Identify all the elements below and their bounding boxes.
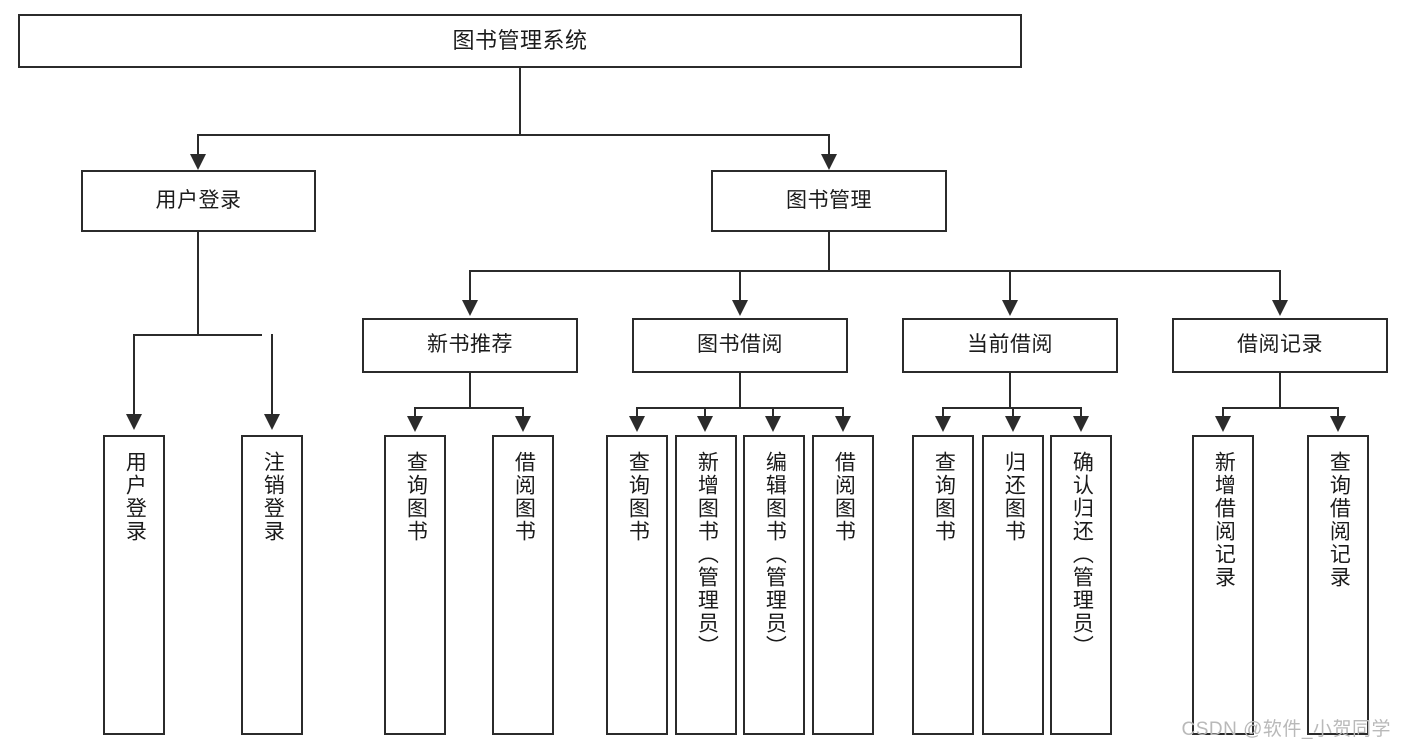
- node-label: 图书管理系统: [452, 28, 588, 54]
- node-label: 注销登录: [261, 451, 285, 543]
- leaf-user-login[interactable]: 用户登录: [103, 435, 165, 735]
- node-label: 查询图书: [932, 451, 956, 543]
- node-label: 用户登录: [155, 188, 242, 212]
- node-label: 查询图书: [404, 451, 428, 543]
- connector-user-login-to-leaf-2: [271, 334, 273, 416]
- arrow-root-to-user-login: [190, 154, 206, 170]
- arrow-new-book-to-leaf-2: [515, 416, 531, 432]
- node-book-borrow[interactable]: 图书借阅: [632, 318, 848, 373]
- connector-new-book-stem: [469, 373, 471, 409]
- node-label: 借阅图书: [832, 451, 856, 543]
- node-user-login[interactable]: 用户登录: [81, 170, 316, 232]
- arrow-borrow-book-to-leaf-2: [697, 416, 713, 432]
- connector-borrow-book-to-leaf-2: [704, 407, 706, 419]
- node-label: 用户登录: [123, 451, 147, 543]
- arrow-borrow-record-to-leaf-1: [1215, 416, 1231, 432]
- node-label: 借阅图书: [512, 451, 536, 543]
- connector-root-to-book-mgmt: [828, 134, 830, 156]
- node-label: 编辑图书（管理员）: [763, 451, 787, 658]
- node-label: 借阅记录: [1237, 333, 1323, 357]
- connector-current-borrow-to-leaf-2: [1012, 407, 1014, 419]
- connector-user-login-to-leaf-1: [133, 334, 135, 416]
- leaf-record-query[interactable]: 查询借阅记录: [1307, 435, 1369, 735]
- arrow-borrow-book-to-leaf-1: [629, 416, 645, 432]
- node-root-system[interactable]: 图书管理系统: [18, 14, 1022, 68]
- node-new-book-recommend[interactable]: 新书推荐: [362, 318, 578, 373]
- connector-book-mgmt-stem: [828, 232, 830, 272]
- leaf-current-confirm-return[interactable]: 确认归还（管理员）: [1050, 435, 1112, 735]
- arrow-user-login-to-leaf-2: [264, 414, 280, 430]
- connector-book-mgmt-to-new-book: [469, 270, 471, 302]
- arrow-book-mgmt-to-new-book: [462, 300, 478, 316]
- connector-borrow-book-stem: [739, 373, 741, 409]
- arrow-current-borrow-to-leaf-2: [1005, 416, 1021, 432]
- connector-borrow-book-to-leaf-3: [772, 407, 774, 419]
- node-label: 确认归还（管理员）: [1070, 451, 1094, 658]
- connector-book-mgmt-to-current-borrow: [1009, 270, 1011, 302]
- leaf-borrow-borrow-book[interactable]: 借阅图书: [812, 435, 874, 735]
- arrow-current-borrow-to-leaf-3: [1073, 416, 1089, 432]
- node-borrow-record[interactable]: 借阅记录: [1172, 318, 1388, 373]
- connector-root-to-user-login: [197, 134, 199, 156]
- arrow-user-login-to-leaf-1: [126, 414, 142, 430]
- connector-new-book-to-leaf-2: [522, 407, 524, 419]
- arrow-borrow-book-to-leaf-3: [765, 416, 781, 432]
- connector-borrow-record-to-leaf-1: [1222, 407, 1224, 419]
- node-current-borrow[interactable]: 当前借阅: [902, 318, 1118, 373]
- connector-borrow-book-bus: [636, 407, 844, 409]
- node-label: 图书借阅: [697, 333, 783, 357]
- leaf-borrow-edit-book[interactable]: 编辑图书（管理员）: [743, 435, 805, 735]
- connector-new-book-bus: [414, 407, 524, 409]
- connector-user-login-stem: [197, 232, 199, 336]
- node-label: 新书推荐: [427, 333, 513, 357]
- watermark-text: CSDN @软件_小贺同学: [1181, 719, 1391, 740]
- connector-borrow-record-to-leaf-2: [1337, 407, 1339, 419]
- leaf-borrow-add-book[interactable]: 新增图书（管理员）: [675, 435, 737, 735]
- arrow-borrow-record-to-leaf-2: [1330, 416, 1346, 432]
- connector-borrow-book-to-leaf-4: [842, 407, 844, 419]
- arrow-root-to-book-mgmt: [821, 154, 837, 170]
- connector-user-login-bus: [133, 334, 262, 336]
- arrow-book-mgmt-to-borrow-book: [732, 300, 748, 316]
- node-label: 新增借阅记录: [1212, 451, 1236, 589]
- node-label: 图书管理: [786, 188, 872, 212]
- node-label: 新增图书（管理员）: [695, 451, 719, 658]
- arrow-borrow-book-to-leaf-4: [835, 416, 851, 432]
- leaf-record-add[interactable]: 新增借阅记录: [1192, 435, 1254, 735]
- connector-root-stem: [519, 68, 521, 136]
- arrow-book-mgmt-to-current-borrow: [1002, 300, 1018, 316]
- connector-book-mgmt-bus: [469, 270, 1280, 272]
- connector-borrow-record-bus: [1222, 407, 1339, 409]
- connector-new-book-to-leaf-1: [414, 407, 416, 419]
- leaf-logout[interactable]: 注销登录: [241, 435, 303, 735]
- connector-current-borrow-to-leaf-1: [942, 407, 944, 419]
- leaf-new-book-query[interactable]: 查询图书: [384, 435, 446, 735]
- arrow-current-borrow-to-leaf-1: [935, 416, 951, 432]
- connector-current-borrow-stem: [1009, 373, 1011, 409]
- leaf-current-return-book[interactable]: 归还图书: [982, 435, 1044, 735]
- arrow-new-book-to-leaf-1: [407, 416, 423, 432]
- connector-book-mgmt-to-borrow-record: [1279, 270, 1281, 302]
- connector-root-bus: [197, 134, 830, 136]
- leaf-current-query-book[interactable]: 查询图书: [912, 435, 974, 735]
- connector-borrow-book-to-leaf-1: [636, 407, 638, 419]
- node-label: 当前借阅: [967, 333, 1053, 357]
- connector-book-mgmt-to-borrow-book: [739, 270, 741, 302]
- connector-current-borrow-to-leaf-3: [1080, 407, 1082, 419]
- arrow-book-mgmt-to-borrow-record: [1272, 300, 1288, 316]
- node-label: 归还图书: [1002, 451, 1026, 543]
- leaf-borrow-query-book[interactable]: 查询图书: [606, 435, 668, 735]
- leaf-new-book-borrow[interactable]: 借阅图书: [492, 435, 554, 735]
- node-label: 查询借阅记录: [1327, 451, 1351, 589]
- node-label: 查询图书: [626, 451, 650, 543]
- connector-borrow-record-stem: [1279, 373, 1281, 409]
- node-book-management[interactable]: 图书管理: [711, 170, 947, 232]
